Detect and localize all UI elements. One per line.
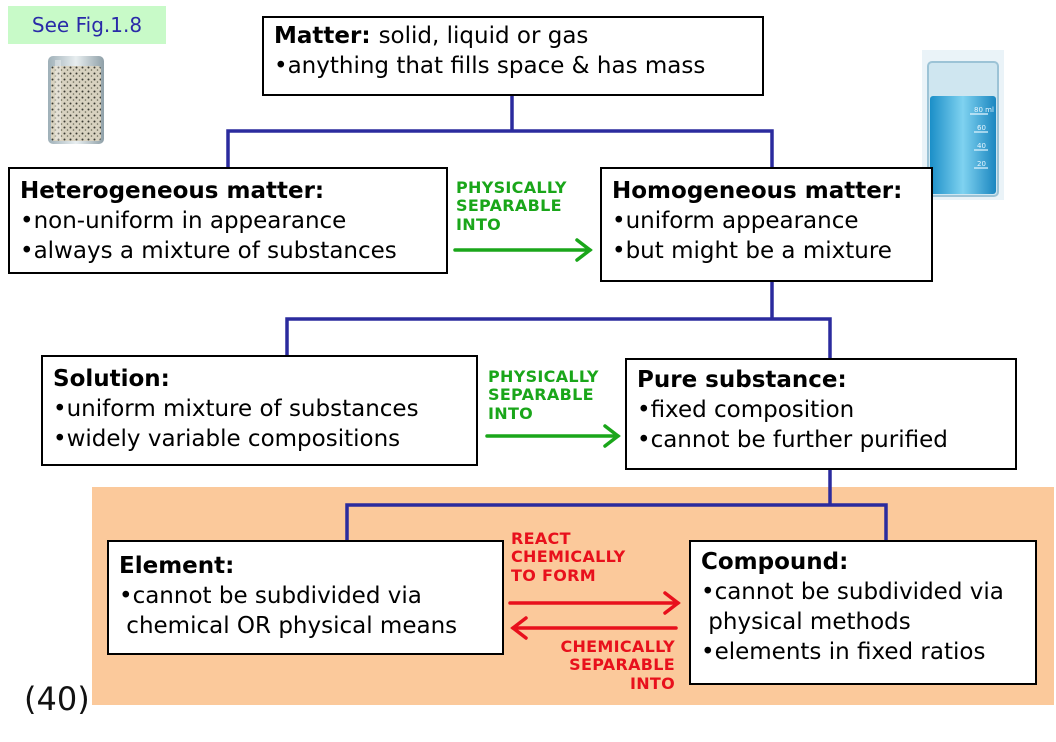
connector-matter-split <box>226 129 774 167</box>
compound-box: Compound: •cannot be subdivided via phys… <box>689 540 1037 685</box>
physically-separable-label-2: PHYSICALLY SEPARABLE INTO <box>488 367 599 423</box>
chemically-separable-label: CHEMICALLY SEPARABLE INTO <box>541 637 675 693</box>
homogeneous-box: Homogeneous matter: •uniform appearance … <box>600 167 933 282</box>
element-line-2: chemical OR physical means <box>119 612 458 639</box>
physical-arrow-2-head <box>603 424 621 448</box>
solution-box: Solution: •uniform mixture of substances… <box>41 355 478 466</box>
compound-line-1: •cannot be subdivided via <box>701 578 1004 605</box>
label-line: CHEMICALLY <box>560 637 675 656</box>
matter-title: Matter: <box>274 23 371 49</box>
solution-title: Solution: <box>53 366 170 392</box>
heterogeneous-title: Heterogeneous matter: <box>20 178 325 204</box>
solution-line-2: •widely variable compositions <box>53 425 401 452</box>
label-line: CHEMICALLY <box>511 547 626 567</box>
react-chemically-label: REACT CHEMICALLY TO FORM <box>511 529 626 585</box>
homogeneous-line-2: •but might be a mixture <box>612 237 892 264</box>
element-line-1: •cannot be subdivided via <box>119 582 422 609</box>
label-line: SEPARABLE <box>569 655 675 675</box>
solution-line-1: •uniform mixture of substances <box>53 395 419 422</box>
connector-homogeneous-split <box>285 317 832 358</box>
label-line: PHYSICALLY <box>488 367 599 386</box>
label-line: INTO <box>488 403 534 423</box>
heterogeneous-line-1: •non-uniform in appearance <box>20 207 347 234</box>
element-title: Element: <box>119 553 235 579</box>
separate-arrow-head <box>510 616 528 640</box>
element-box: Element: •cannot be subdivided via chemi… <box>107 540 504 655</box>
matter-title-rest: solid, liquid or gas <box>378 23 589 49</box>
label-line: SEPARABLE <box>456 196 562 216</box>
homogeneous-title: Homogeneous matter: <box>612 178 903 204</box>
compound-line-2: physical methods <box>701 608 911 635</box>
label-line: TO FORM <box>511 565 596 585</box>
connector-pure-split <box>345 503 888 540</box>
homogeneous-beaker-image: 80 ml 60 40 20 <box>922 50 1004 200</box>
physical-arrow-1-head <box>575 238 593 262</box>
react-arrow-head <box>663 591 681 615</box>
beaker-mark-20: 20 <box>977 160 986 168</box>
figure-reference: See Fig.1.8 <box>8 6 166 44</box>
pure-substance-line-1: •fixed composition <box>637 396 855 423</box>
pure-substance-title: Pure substance: <box>637 367 847 393</box>
heterogeneous-line-2: •always a mixture of substances <box>20 237 397 264</box>
label-line: INTO <box>456 214 502 234</box>
label-line: REACT <box>511 529 571 548</box>
label-line: INTO <box>629 673 675 693</box>
heterogeneous-beaker-image <box>48 56 104 144</box>
beaker-mark-40: 40 <box>977 142 986 150</box>
compound-line-3: •elements in fixed ratios <box>701 638 986 665</box>
matter-box: Matter: solid, liquid or gas •anything t… <box>262 16 764 96</box>
compound-title: Compound: <box>701 549 849 575</box>
heterogeneous-box: Heterogeneous matter: •non-uniform in ap… <box>8 167 448 274</box>
physically-separable-label-1: PHYSICALLY SEPARABLE INTO <box>456 178 567 234</box>
pure-substance-box: Pure substance: •fixed composition •cann… <box>625 358 1017 470</box>
beaker-mark-80: 80 ml <box>974 106 994 114</box>
homogeneous-line-1: •uniform appearance <box>612 207 859 234</box>
label-line: PHYSICALLY <box>456 178 567 197</box>
beaker-mark-60: 60 <box>977 124 986 132</box>
matter-line-1: •anything that fills space & has mass <box>274 52 706 79</box>
page-number: (40) <box>24 680 90 718</box>
pure-substance-line-2: •cannot be further purified <box>637 426 948 453</box>
label-line: SEPARABLE <box>488 385 594 405</box>
